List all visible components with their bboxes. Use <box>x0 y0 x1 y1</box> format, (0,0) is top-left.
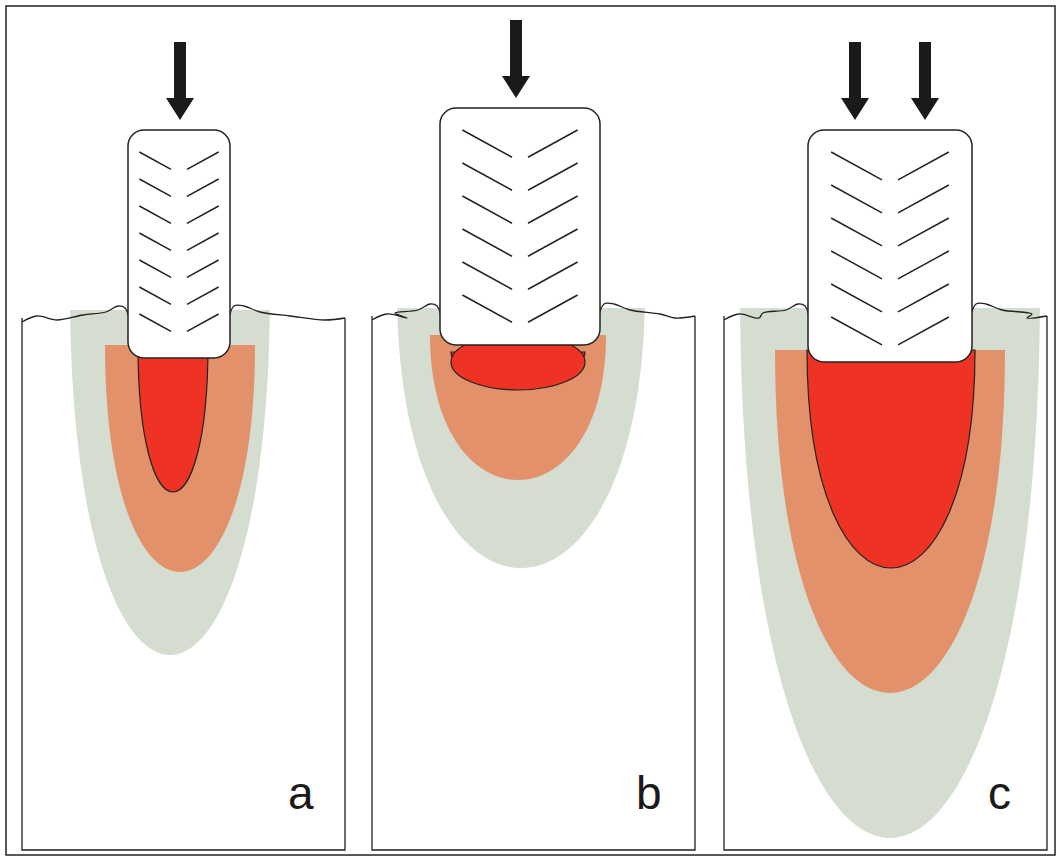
low-stress-zone <box>740 308 1040 838</box>
soil-block-outline <box>724 316 1047 850</box>
tread-mark <box>898 185 949 213</box>
tread-mark <box>831 185 882 213</box>
tread-mark <box>462 262 512 289</box>
soil-panel <box>724 42 1047 850</box>
tread-mark <box>139 233 171 250</box>
soil-block-outline <box>372 316 695 850</box>
tread-mark <box>898 152 949 180</box>
tread-mark <box>187 233 219 250</box>
tread-mark <box>831 152 882 180</box>
tread-mark <box>187 314 219 331</box>
high-stress-zone <box>138 345 208 492</box>
panel-label: b <box>636 770 662 816</box>
load-arrow <box>911 42 939 120</box>
tread-mark <box>831 218 882 246</box>
tyre <box>128 130 230 358</box>
tread-mark <box>528 130 578 157</box>
figure-frame <box>6 6 1055 855</box>
tread-mark <box>187 152 219 169</box>
tread-mark <box>187 179 219 196</box>
panel-label: c <box>988 770 1011 816</box>
ground-surface <box>970 303 1047 320</box>
tread-mark <box>462 295 512 322</box>
panel-label: a <box>288 770 314 816</box>
tread-mark <box>187 287 219 304</box>
tread-mark <box>898 317 949 345</box>
tread-mark <box>139 206 171 223</box>
tread-mark <box>528 262 578 289</box>
tread-mark <box>462 130 512 157</box>
tread-mark <box>831 317 882 345</box>
ground-surface <box>724 304 810 320</box>
tread-mark <box>139 287 171 304</box>
soil-block-outline <box>22 318 345 850</box>
tread-mark <box>528 295 578 322</box>
tread-mark <box>898 284 949 312</box>
tread-mark <box>139 314 171 331</box>
tread-mark <box>139 179 171 196</box>
tread-mark <box>187 206 219 223</box>
tread-mark <box>528 163 578 190</box>
tread-mark <box>528 229 578 256</box>
ground-surface <box>22 306 130 322</box>
tyre <box>440 108 600 345</box>
low-stress-zone <box>70 310 270 655</box>
soil-panel <box>372 20 695 850</box>
tread-mark <box>898 251 949 279</box>
tread-mark <box>462 196 512 223</box>
tread-mark <box>462 163 512 190</box>
ground-surface <box>228 305 345 322</box>
medium-stress-zone <box>430 335 606 480</box>
load-arrow <box>841 42 869 120</box>
tread-mark <box>898 218 949 246</box>
tread-mark <box>462 229 512 256</box>
tread-mark <box>139 260 171 277</box>
medium-stress-zone <box>775 350 1005 693</box>
ground-surface <box>372 304 442 320</box>
soil-panel <box>22 42 345 850</box>
tyre <box>808 130 972 362</box>
load-arrow <box>502 20 530 98</box>
tread-mark <box>187 260 219 277</box>
load-arrow <box>166 42 194 120</box>
tread-mark <box>528 196 578 223</box>
medium-stress-zone <box>105 345 255 572</box>
high-stress-zone <box>807 350 975 568</box>
tread-mark <box>831 284 882 312</box>
tread-mark <box>139 152 171 169</box>
tread-mark <box>831 251 882 279</box>
ground-surface <box>598 303 695 320</box>
low-stress-zone <box>397 308 645 568</box>
